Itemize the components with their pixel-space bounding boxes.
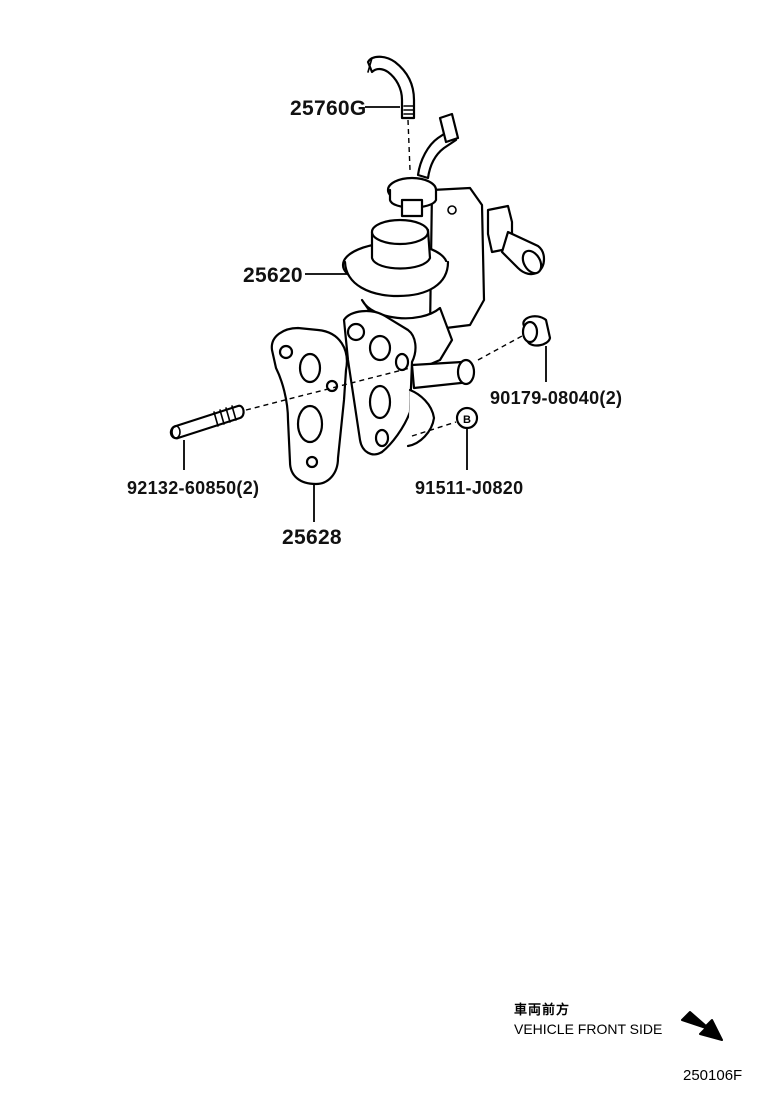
vehicle-front-label: 車両前方 VEHICLE FRONT SIDE bbox=[514, 1002, 662, 1038]
vehicle-front-label-en: VEHICLE FRONT SIDE bbox=[514, 1021, 663, 1037]
stud-dash-line bbox=[245, 367, 411, 411]
hose-part[interactable] bbox=[366, 55, 416, 120]
label-bolt: 91511-J0820 bbox=[415, 478, 523, 498]
nut-dash-line bbox=[477, 335, 523, 361]
diagram-code: 250106F bbox=[683, 1067, 743, 1084]
bolt-dash-line bbox=[411, 421, 457, 437]
hose-dash-line bbox=[407, 119, 411, 171]
label-stud-bolt: 92132-60850(2) bbox=[127, 478, 259, 498]
label-egr-valve: 25620 bbox=[243, 264, 303, 287]
gasket-part[interactable] bbox=[270, 326, 348, 486]
stud-bolt-part[interactable] bbox=[169, 404, 245, 440]
label-nut: 90179-08040(2) bbox=[490, 388, 622, 408]
nut-part[interactable] bbox=[521, 315, 552, 347]
egr-valve-part[interactable] bbox=[341, 112, 546, 456]
bolt-marker-group[interactable]: B bbox=[455, 406, 479, 430]
vehicle-front-label-ja: 車両前方 bbox=[514, 1003, 571, 1018]
label-gasket: 25628 bbox=[282, 526, 342, 549]
front-direction-arrow-icon bbox=[681, 1011, 723, 1041]
label-hose: 25760G bbox=[290, 97, 367, 120]
bolt-marker-letter: B bbox=[463, 414, 471, 426]
